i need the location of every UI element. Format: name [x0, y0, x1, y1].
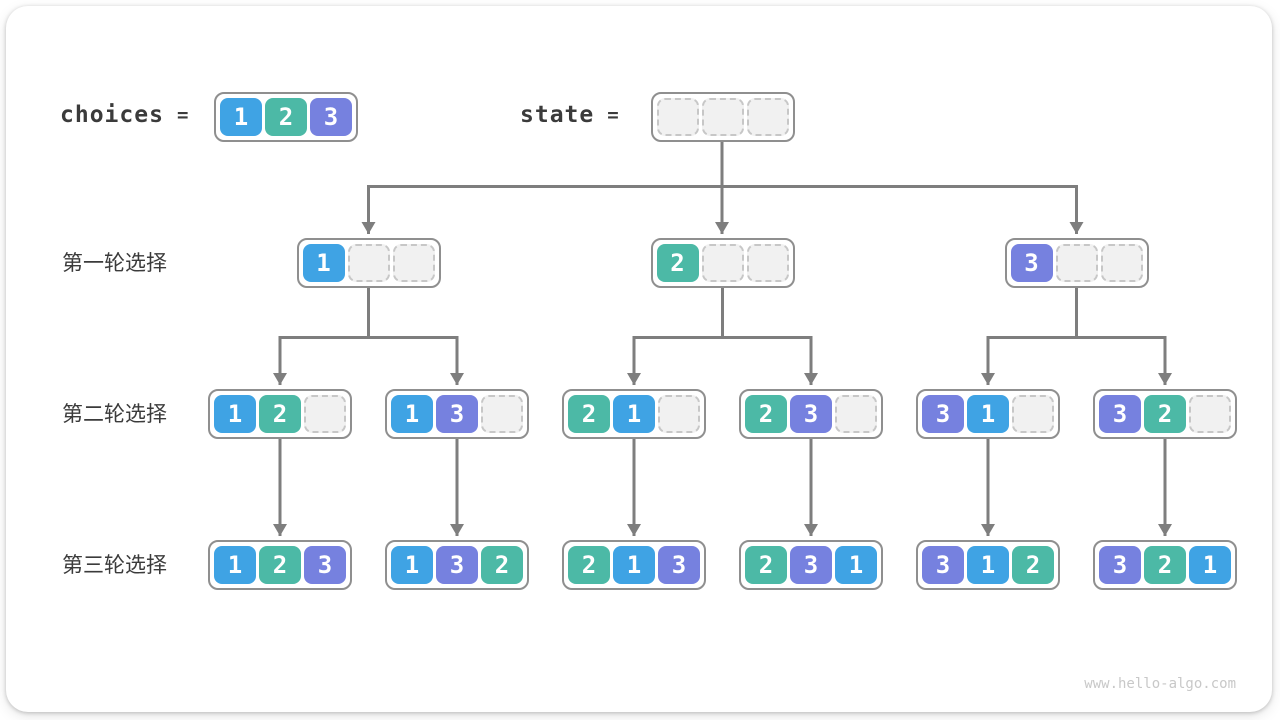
state-equals-sign: = [607, 104, 619, 126]
state-node-r1-3: 3 [1004, 238, 1149, 288]
cell-empty [304, 395, 346, 433]
cell-value-1: 1 [1189, 546, 1231, 584]
cell-value-1: 1 [835, 546, 877, 584]
cell-value-3: 3 [1010, 244, 1053, 282]
cell-value-3: 3 [304, 546, 346, 584]
cell-value-3: 3 [790, 546, 832, 584]
cell-value-2: 2 [568, 395, 610, 433]
cell-empty [347, 244, 390, 282]
cell-value-3: 3 [922, 546, 964, 584]
cell-empty [658, 395, 700, 433]
cell-value-1: 1 [613, 395, 655, 433]
cell-empty [701, 98, 744, 136]
cell-value-2: 2 [1012, 546, 1054, 584]
cell-value-1: 1 [391, 395, 433, 433]
cell-empty [1012, 395, 1054, 433]
cell-value-3: 3 [790, 395, 832, 433]
round-3-label: 第三轮选择 [62, 553, 167, 577]
cell-empty [481, 395, 523, 433]
watermark-url: www.hello-algo.com [1084, 676, 1236, 692]
cell-value-1: 1 [613, 546, 655, 584]
state-label: state [520, 102, 595, 128]
cell-empty [1100, 244, 1143, 282]
choices-label: choices [60, 102, 164, 128]
cell-value-1: 1 [214, 546, 256, 584]
round-1-label: 第一轮选择 [62, 251, 167, 275]
state-header: state = [520, 92, 619, 138]
cell-value-3: 3 [922, 395, 964, 433]
cell-value-2: 2 [745, 546, 787, 584]
cell-value-2: 2 [1144, 395, 1186, 433]
cell-empty [746, 244, 789, 282]
cell-value-3: 3 [436, 395, 478, 433]
cell-value-3: 3 [310, 98, 352, 136]
cell-empty [392, 244, 435, 282]
state-array [650, 92, 795, 142]
cell-empty [835, 395, 877, 433]
state-node-r1-1: 1 [296, 238, 441, 288]
choices-equals-sign: = [176, 104, 189, 126]
cell-value-2: 2 [259, 395, 301, 433]
cell-empty [656, 98, 699, 136]
cell-value-3: 3 [658, 546, 700, 584]
cell-value-1: 1 [214, 395, 256, 433]
choices-header: choices = [60, 92, 188, 138]
cell-value-3: 3 [436, 546, 478, 584]
cell-value-2: 2 [259, 546, 301, 584]
cell-value-2: 2 [265, 98, 307, 136]
cell-value-2: 2 [656, 244, 699, 282]
cell-empty [746, 98, 789, 136]
cell-value-1: 1 [220, 98, 262, 136]
cell-empty [701, 244, 744, 282]
cell-empty [1189, 395, 1231, 433]
cell-value-1: 1 [391, 546, 433, 584]
cell-empty [1055, 244, 1098, 282]
cell-value-3: 3 [1099, 546, 1141, 584]
cell-value-1: 1 [967, 546, 1009, 584]
cell-value-2: 2 [481, 546, 523, 584]
cell-value-1: 1 [967, 395, 1009, 433]
cell-value-2: 2 [745, 395, 787, 433]
cell-value-3: 3 [1099, 395, 1141, 433]
cell-value-2: 2 [568, 546, 610, 584]
state-node-r1-2: 2 [650, 238, 795, 288]
cell-value-2: 2 [1144, 546, 1186, 584]
round-2-label: 第二轮选择 [62, 402, 167, 426]
cell-value-1: 1 [302, 244, 345, 282]
